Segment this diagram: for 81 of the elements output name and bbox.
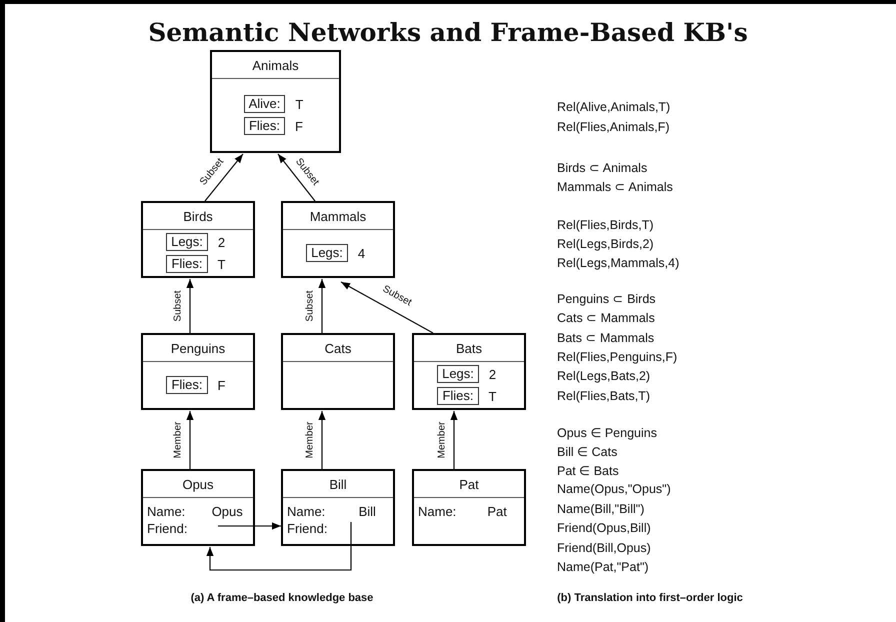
slot-value: Pat	[487, 504, 507, 519]
logic-formula: Rel(Flies,Bats,T)	[557, 389, 650, 404]
slot-value: F	[218, 378, 226, 392]
arrow	[450, 411, 458, 469]
logic-formula: Opus ∈ Penguins	[557, 426, 657, 441]
caption: (b) Translation into first–order logic	[557, 592, 743, 604]
arrow	[204, 154, 244, 202]
frame-box	[141, 469, 255, 546]
frame-box	[412, 469, 526, 546]
frame-title: Opus	[182, 476, 214, 492]
frame-title: Pat	[459, 476, 479, 492]
arrow	[186, 279, 194, 333]
slot-box: Flies:	[437, 387, 479, 405]
slot-box: Legs:	[437, 365, 479, 383]
frame-box	[210, 50, 341, 153]
frame-box	[141, 333, 255, 410]
frame-title: Mammals	[310, 208, 366, 224]
slot-box: Legs:	[166, 233, 208, 251]
slot-value: T	[488, 388, 498, 404]
slot-name: Name:	[418, 504, 456, 519]
slot-name: Friend:	[287, 521, 328, 536]
frame-title: Cats	[324, 340, 352, 356]
logic-formula: Rel(Flies,Penguins,F)	[557, 350, 678, 365]
arrow	[318, 279, 326, 333]
frame-box	[141, 201, 255, 278]
slot-value: 2	[218, 234, 226, 250]
arrow	[278, 154, 316, 202]
logic-formula: Friend(Opus,Bill)	[557, 521, 651, 536]
logic-formula: Rel(Legs,Bats,2)	[557, 369, 650, 384]
logic-formula: Name(Opus,"Opus")	[557, 482, 671, 497]
edge-label: Member	[304, 422, 316, 458]
slot-value: T	[295, 96, 304, 112]
slot-value: Opus	[212, 504, 243, 519]
frame-box	[412, 333, 526, 410]
arrow	[218, 522, 281, 530]
edge-label: Subset	[172, 290, 184, 322]
slot-name: Name:	[287, 504, 326, 519]
logic-formula: Rel(Alive,Animals,T)	[557, 100, 670, 115]
slot-box: Flies:	[244, 117, 286, 135]
logic-formula: Name(Bill,"Bill")	[557, 502, 644, 517]
logic-formula: Birds ⊂ Animals	[557, 161, 648, 176]
arrow	[318, 411, 326, 469]
logic-formula: Bats ⊂ Mammals	[557, 331, 654, 346]
arrow	[340, 282, 434, 334]
slot-name: Name:	[147, 504, 186, 519]
logic-formula: Penguins ⊂ Birds	[557, 292, 656, 307]
slot-value: Bill	[358, 504, 376, 519]
frame-title: Animals	[252, 58, 299, 72]
edge-label: Subset	[304, 290, 316, 322]
title: Semantic Networks and Frame-Based KB's	[148, 18, 748, 47]
logic-formula: Friend(Bill,Opus)	[557, 541, 651, 556]
slot-name: Friend:	[147, 521, 188, 536]
arrow	[206, 522, 352, 571]
slot-box: Alive:	[244, 95, 286, 113]
logic-formula: Mammals ⊂ Animals	[557, 180, 673, 195]
edge-label: Member	[172, 422, 184, 458]
frame-box	[281, 333, 395, 410]
caption: (a) A frame–based knowledge base	[190, 592, 374, 604]
frame-box	[281, 469, 395, 546]
slot-box: Flies:	[166, 376, 208, 394]
frame-box	[281, 201, 395, 278]
frame-title: Bill	[329, 476, 347, 492]
logic-formula: Rel(Legs,Birds,2)	[557, 237, 654, 252]
frame-title: Birds	[183, 208, 213, 224]
logic-formula: Rel(Flies,Birds,T)	[557, 218, 654, 233]
frame-title: Bats	[456, 340, 482, 356]
slot-value: 4	[358, 246, 366, 260]
logic-formula: Bill ∈ Cats	[557, 445, 618, 460]
slot-value: T	[218, 256, 226, 272]
logic-formula: Pat ∈ Bats	[557, 464, 619, 479]
logic-formula: Name(Pat,"Pat")	[557, 560, 649, 575]
slot-box: Legs:	[306, 244, 348, 262]
slot-box: Flies:	[166, 255, 208, 273]
logic-formula: Cats ⊂ Mammals	[557, 311, 655, 326]
frame-title: Penguins	[170, 340, 226, 356]
slot-value: 2	[488, 366, 498, 382]
arrow	[186, 411, 194, 469]
slot-value: F	[295, 118, 304, 134]
logic-formula: Rel(Legs,Mammals,4)	[557, 256, 680, 271]
logic-formula: Rel(Flies,Animals,F)	[557, 120, 670, 135]
edge-label: Member	[436, 422, 448, 458]
